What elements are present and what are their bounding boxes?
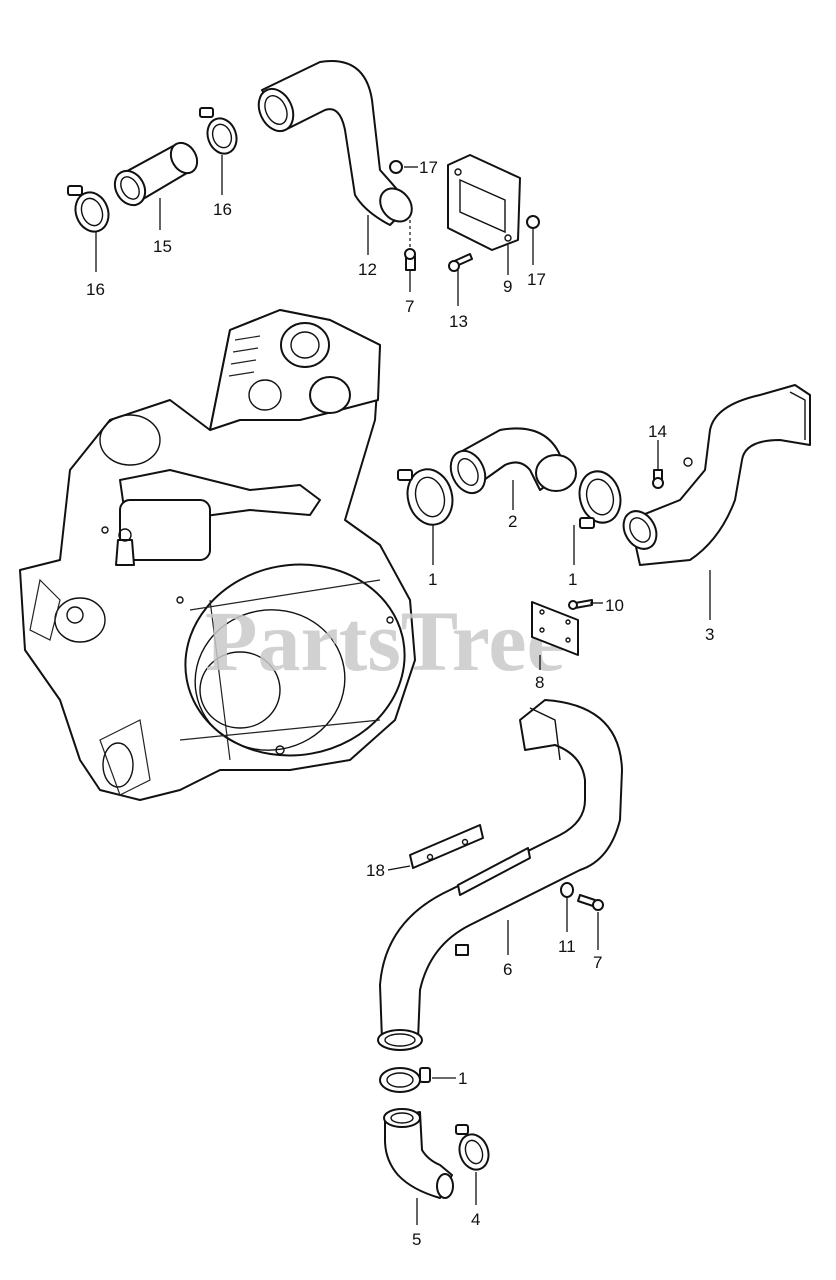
part-17-nut-upper (389, 160, 403, 174)
part-16-clamp-right (199, 107, 238, 155)
callout-9: 9 (503, 277, 512, 296)
part-5-elbow (383, 1108, 454, 1199)
part-1-clamp-mid-right (578, 470, 622, 529)
callout-13: 13 (449, 312, 468, 331)
part-4-clamp (455, 1124, 490, 1171)
part-11-washer (560, 882, 574, 898)
part-2-elbow (449, 427, 577, 495)
callout-4: 4 (471, 1210, 480, 1229)
part-17-nut-right (526, 215, 540, 229)
part-1-clamp-mid-left (397, 468, 454, 526)
part-16-clamp-left (67, 185, 110, 233)
part-18-bracket (409, 824, 484, 869)
callout-10: 10 (605, 596, 624, 615)
callout-5: 5 (412, 1230, 421, 1249)
callout-17-right: 17 (527, 270, 546, 289)
callout-17-upper: 17 (419, 158, 438, 177)
part-1-clamp-lower (379, 1067, 431, 1093)
callout-1-lower: 1 (458, 1069, 467, 1088)
callout-8: 8 (535, 673, 544, 692)
part-3-duct (622, 384, 811, 566)
part-6-long-duct (377, 699, 623, 1051)
callout-labels: 16 15 16 12 17 7 13 9 17 14 2 1 1 3 10 8… (86, 158, 714, 1249)
part-8-plate (531, 601, 579, 656)
part-6-bracket (455, 847, 531, 956)
callout-15: 15 (153, 237, 172, 256)
watermark-text: PartsTree (205, 593, 565, 689)
callout-1-mid-right: 1 (568, 570, 577, 589)
part-14-bolt (652, 469, 664, 489)
part-13-bolt (448, 253, 473, 272)
callout-16-left: 16 (86, 280, 105, 299)
part-12-upper-duct (257, 60, 413, 226)
callout-12: 12 (358, 260, 377, 279)
part-10-screw (568, 599, 593, 610)
callout-1-mid-left: 1 (428, 570, 437, 589)
part-7-bolt-lower (577, 894, 604, 911)
callout-6: 6 (503, 960, 512, 979)
callout-7-upper: 7 (405, 297, 414, 316)
callout-3: 3 (705, 625, 714, 644)
callout-14: 14 (648, 422, 667, 441)
leader-lines (95, 155, 711, 1225)
callout-11: 11 (558, 937, 576, 956)
callout-7-lower: 7 (593, 953, 602, 972)
part-15-sleeve (113, 141, 199, 207)
callout-2: 2 (508, 512, 517, 531)
callout-16-right: 16 (213, 200, 232, 219)
part-7-bolt-upper (404, 248, 416, 271)
engine-assembly (19, 309, 416, 801)
callout-18: 18 (366, 861, 385, 880)
part-9-flange (447, 154, 521, 251)
